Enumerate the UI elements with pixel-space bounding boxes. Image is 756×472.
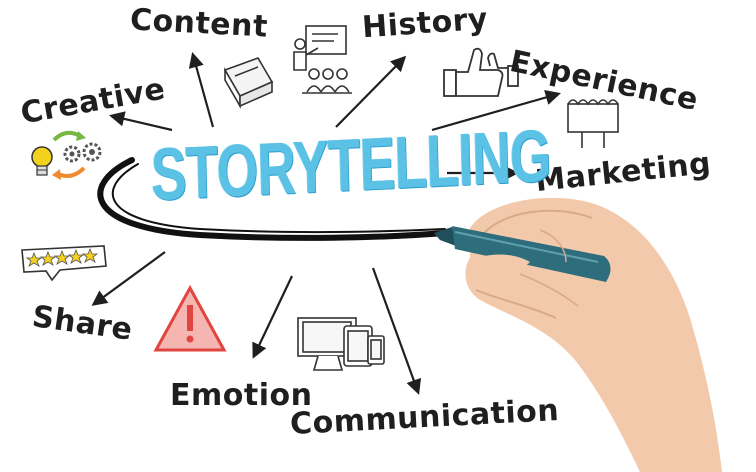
lightbulb-gears-icon xyxy=(31,130,102,180)
arrow-to-communication xyxy=(371,267,422,395)
presentation-icon xyxy=(293,25,352,94)
arrow-to-share xyxy=(91,251,166,306)
keyword-content: Content xyxy=(129,2,269,45)
arrow-to-creative xyxy=(109,111,173,132)
arrow-to-experience xyxy=(431,89,561,132)
devices-icon xyxy=(297,317,385,371)
keyword-emotion: Emotion xyxy=(170,378,313,413)
billboard-icon xyxy=(567,99,619,148)
warning-sign-icon xyxy=(153,284,227,352)
hand-with-marker xyxy=(434,197,722,472)
underline-swoosh xyxy=(97,157,448,241)
arrow-to-emotion xyxy=(252,275,293,359)
thumbs-up-icon xyxy=(443,47,519,97)
arrow-to-content xyxy=(188,52,215,128)
rating-stars-icon xyxy=(21,245,107,282)
arrow-to-history xyxy=(335,55,407,128)
book-icon xyxy=(223,57,274,109)
